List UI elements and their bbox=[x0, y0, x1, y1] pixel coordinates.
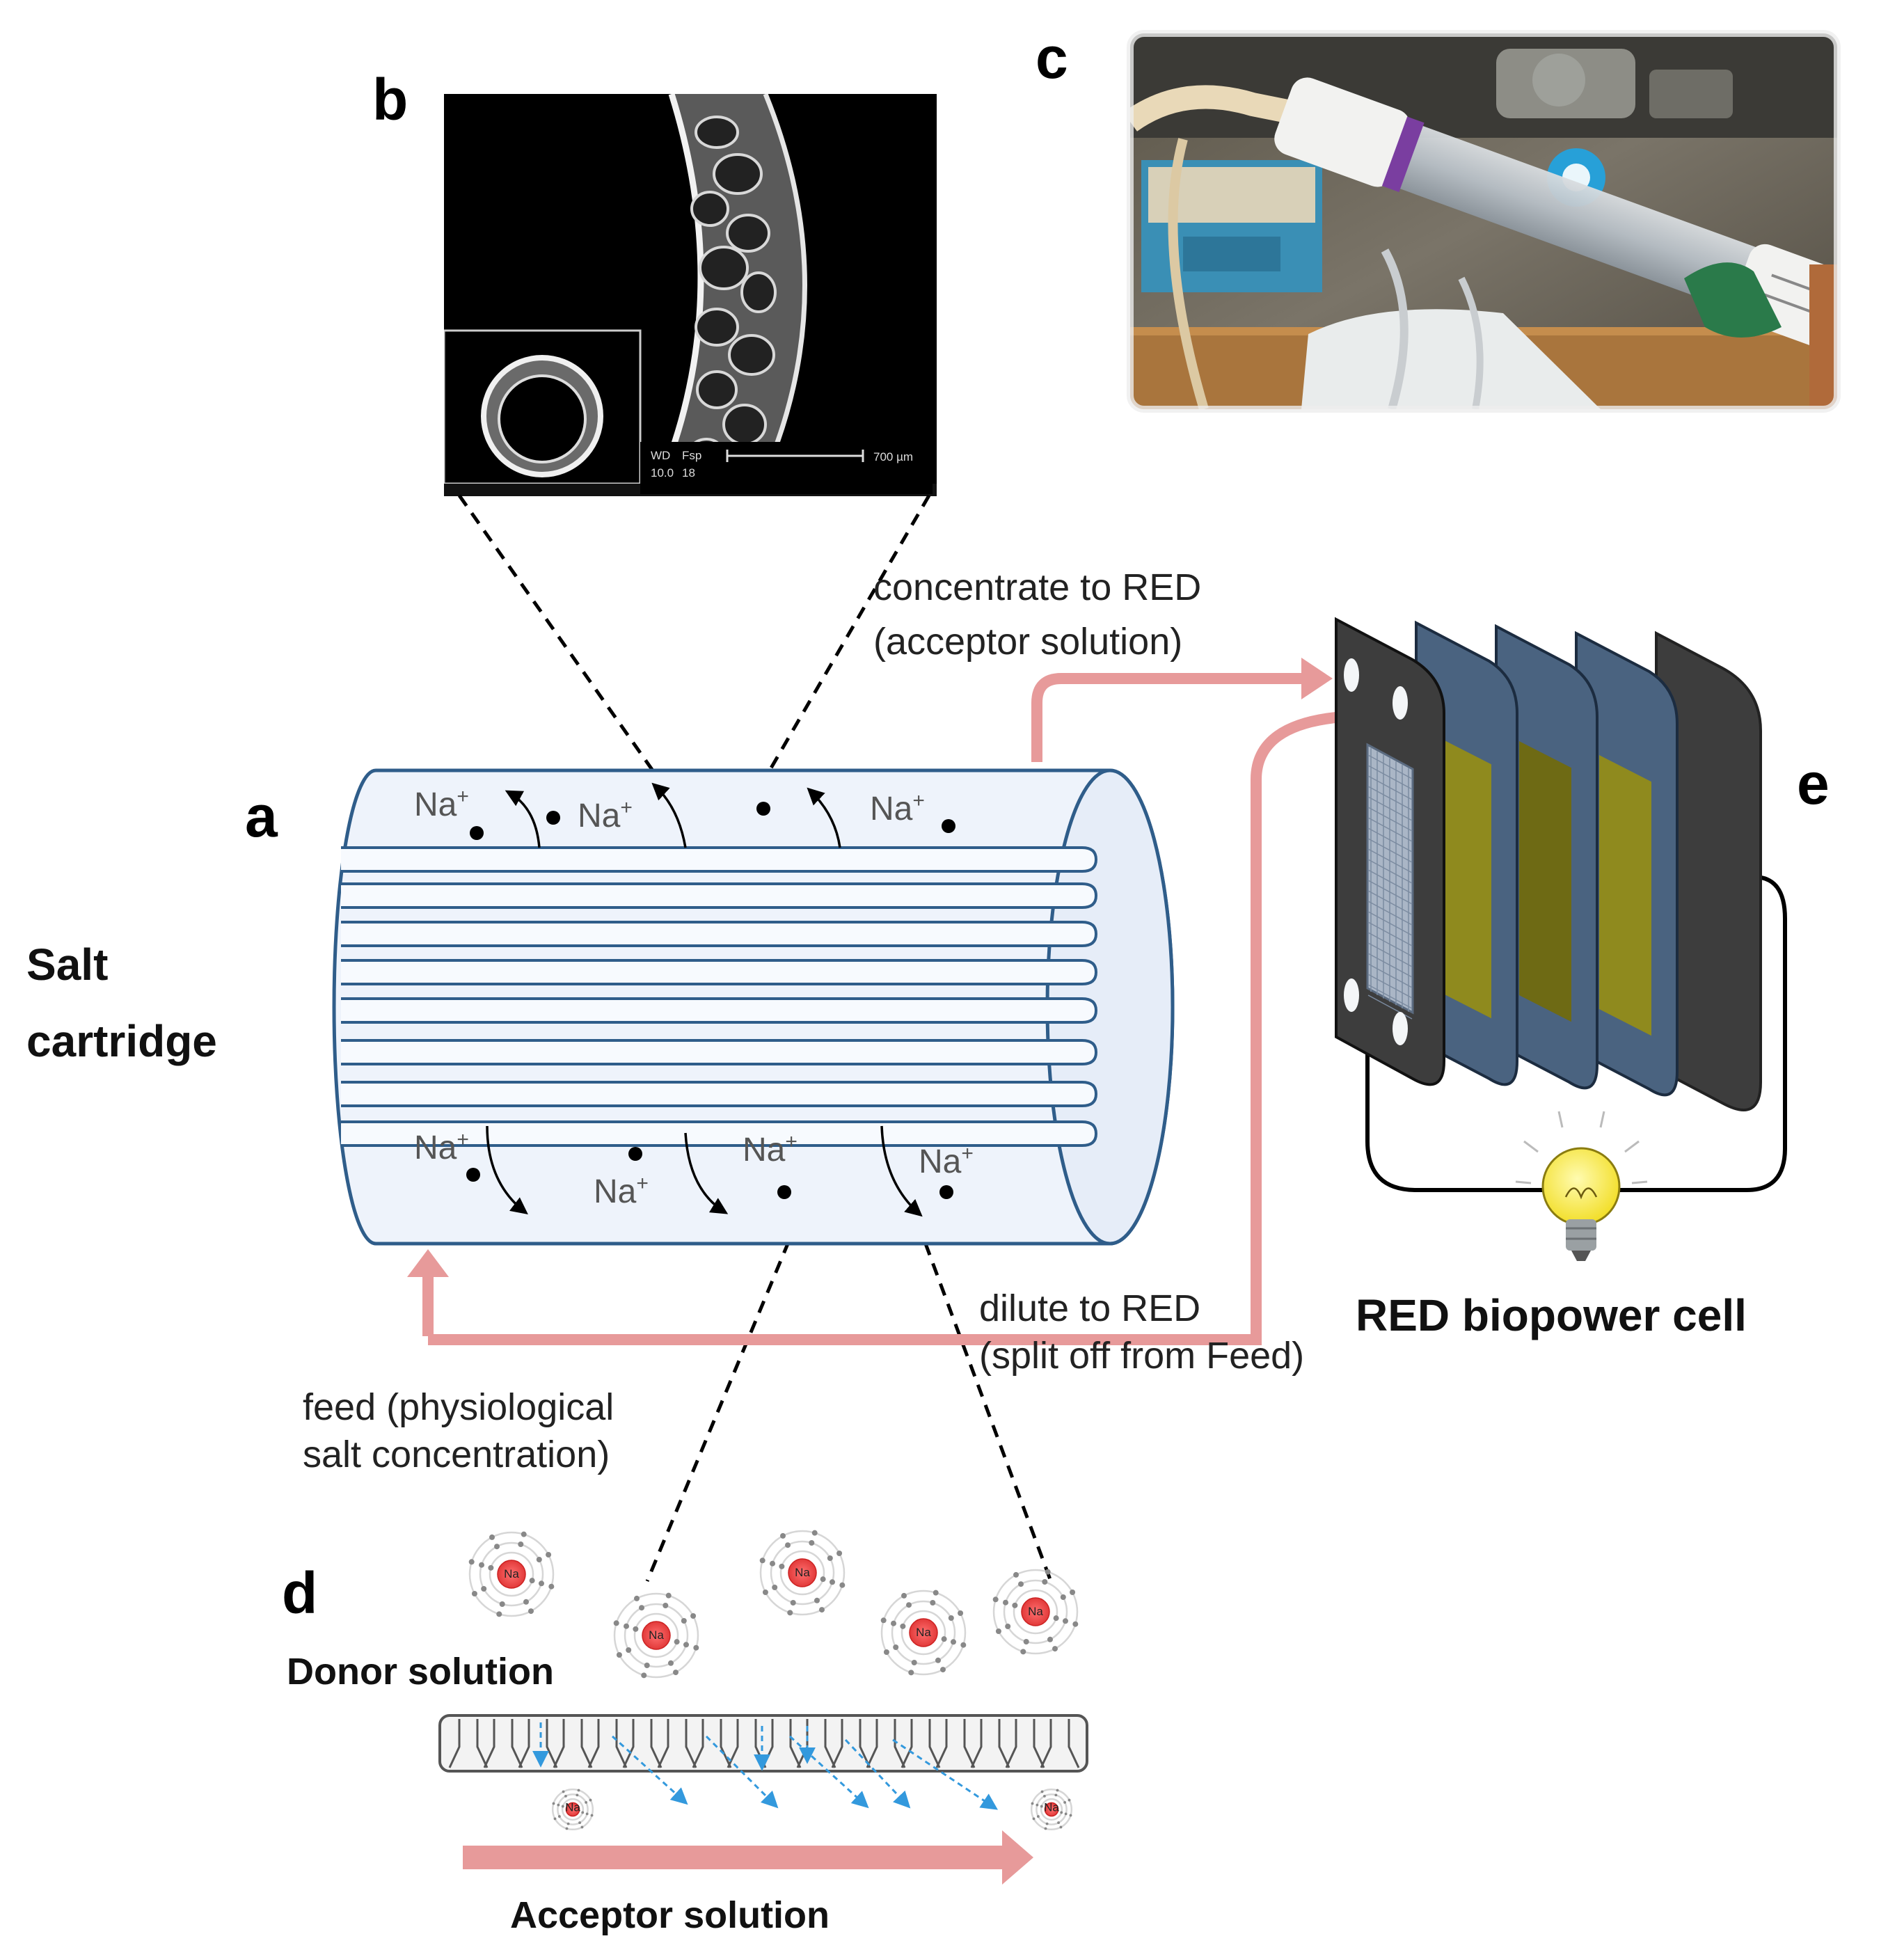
feed-label-line1: feed (physiological bbox=[303, 1386, 614, 1428]
sodium-ion-label: Na+ bbox=[919, 1142, 974, 1180]
panel-label-a: a bbox=[245, 784, 278, 849]
svg-text:Na: Na bbox=[795, 1566, 810, 1579]
sodium-ion-label: Na+ bbox=[414, 1128, 469, 1166]
sem-micrograph: WD Fsp 10.0 18 700 µm bbox=[444, 94, 937, 496]
transport-arrow bbox=[844, 1738, 911, 1809]
sodium-atom: Na bbox=[880, 1590, 967, 1676]
ion-arrows bbox=[486, 782, 923, 1217]
svg-text:Na: Na bbox=[649, 1628, 664, 1642]
light-bulb-icon bbox=[1515, 1111, 1648, 1261]
electrode-4 bbox=[1599, 755, 1651, 1036]
transport-arrow bbox=[892, 1738, 998, 1810]
svg-text:Na: Na bbox=[565, 1800, 580, 1814]
sodium-atom: Na bbox=[1030, 1788, 1073, 1831]
sem-mag-value: 18 bbox=[682, 466, 695, 479]
concentrate-label-line2: (acceptor solution) bbox=[873, 621, 1182, 663]
ion-charge: + bbox=[457, 1128, 469, 1151]
donor-solution-label: Donor solution bbox=[287, 1651, 554, 1693]
panel-label-e: e bbox=[1797, 751, 1830, 816]
circuit-wire bbox=[1365, 875, 1787, 1192]
transport-arrow bbox=[788, 1735, 869, 1809]
ion-dot bbox=[466, 1168, 480, 1182]
ion-charge: + bbox=[457, 785, 469, 808]
ion-dot bbox=[939, 1185, 953, 1199]
electrode-3 bbox=[1519, 740, 1571, 1022]
dilute-label-line1: dilute to RED bbox=[979, 1287, 1200, 1329]
ion-dot bbox=[942, 819, 955, 833]
svg-text:Na: Na bbox=[1044, 1800, 1059, 1814]
ion-dot bbox=[546, 811, 560, 825]
salt-cartridge bbox=[332, 768, 1175, 1246]
red-cell-title: RED biopower cell bbox=[1356, 1290, 1747, 1340]
membrane-strip bbox=[438, 1714, 1088, 1773]
ion-charge: + bbox=[785, 1130, 798, 1153]
hollow-fibre bbox=[341, 997, 1098, 1024]
cartridge-title-line1: Salt bbox=[26, 940, 108, 990]
sem-mag-label: Fsp bbox=[682, 449, 701, 462]
photo-experimental-setup bbox=[1127, 30, 1841, 413]
dilute-flow-arrow bbox=[428, 711, 1381, 1345]
mesh-spacer bbox=[1366, 743, 1414, 1020]
svg-text:Na: Na bbox=[916, 1626, 931, 1639]
acceptor-flow-arrow bbox=[463, 1846, 1013, 1869]
hollow-fibre bbox=[341, 1120, 1098, 1147]
sodium-atom: Na bbox=[759, 1530, 846, 1616]
sodium-atom: Na bbox=[992, 1569, 1079, 1655]
hollow-fibres bbox=[341, 846, 1098, 1147]
hollow-fibre bbox=[341, 921, 1098, 947]
hollow-fibre bbox=[341, 846, 1098, 873]
hollow-fibre bbox=[341, 882, 1098, 909]
panel-label-d: d bbox=[282, 1560, 317, 1626]
transport-arrow bbox=[705, 1735, 779, 1809]
dilute-label-line2: (split off from Feed) bbox=[979, 1335, 1304, 1377]
ion-dot bbox=[777, 1185, 791, 1199]
ion-dot bbox=[756, 802, 770, 816]
sodium-atom: Na bbox=[551, 1788, 594, 1831]
concentrate-flow-arrow bbox=[1031, 673, 1305, 762]
acceptor-solution-label: Acceptor solution bbox=[510, 1894, 830, 1936]
ion-charge: + bbox=[636, 1172, 649, 1195]
ion-dot bbox=[470, 826, 484, 840]
sem-wd-label: WD bbox=[651, 449, 670, 462]
sem-wd-value: 10.0 bbox=[651, 466, 674, 479]
ion-charge: + bbox=[961, 1142, 974, 1165]
svg-text:Na: Na bbox=[504, 1567, 519, 1580]
ion-charge: + bbox=[620, 796, 633, 819]
endplate-back bbox=[1655, 631, 1762, 1111]
red-biopower-cell bbox=[1335, 617, 1787, 1261]
concentrate-label-line1: concentrate to RED bbox=[873, 566, 1201, 608]
ion-charge: + bbox=[912, 789, 925, 812]
transport-arrows bbox=[532, 1722, 998, 1810]
svg-text:Na: Na bbox=[1028, 1605, 1043, 1618]
hollow-fibre bbox=[341, 959, 1098, 985]
port-holes bbox=[1344, 658, 1408, 1045]
sem-scale-label: 700 µm bbox=[873, 450, 913, 463]
hollow-fibre bbox=[341, 1039, 1098, 1065]
sodium-atom: Na bbox=[613, 1592, 699, 1679]
sodium-atom: Na bbox=[468, 1531, 555, 1617]
hollow-fibre bbox=[341, 1081, 1098, 1107]
feed-label-line2: salt concentration) bbox=[303, 1434, 610, 1475]
cartridge-title-line2: cartridge bbox=[26, 1016, 217, 1066]
panel-label-b: b bbox=[372, 67, 408, 132]
panel-label-c: c bbox=[1036, 25, 1068, 90]
electrode-2 bbox=[1439, 738, 1491, 1019]
transport-arrow bbox=[611, 1735, 688, 1805]
ion-dot bbox=[628, 1147, 642, 1161]
